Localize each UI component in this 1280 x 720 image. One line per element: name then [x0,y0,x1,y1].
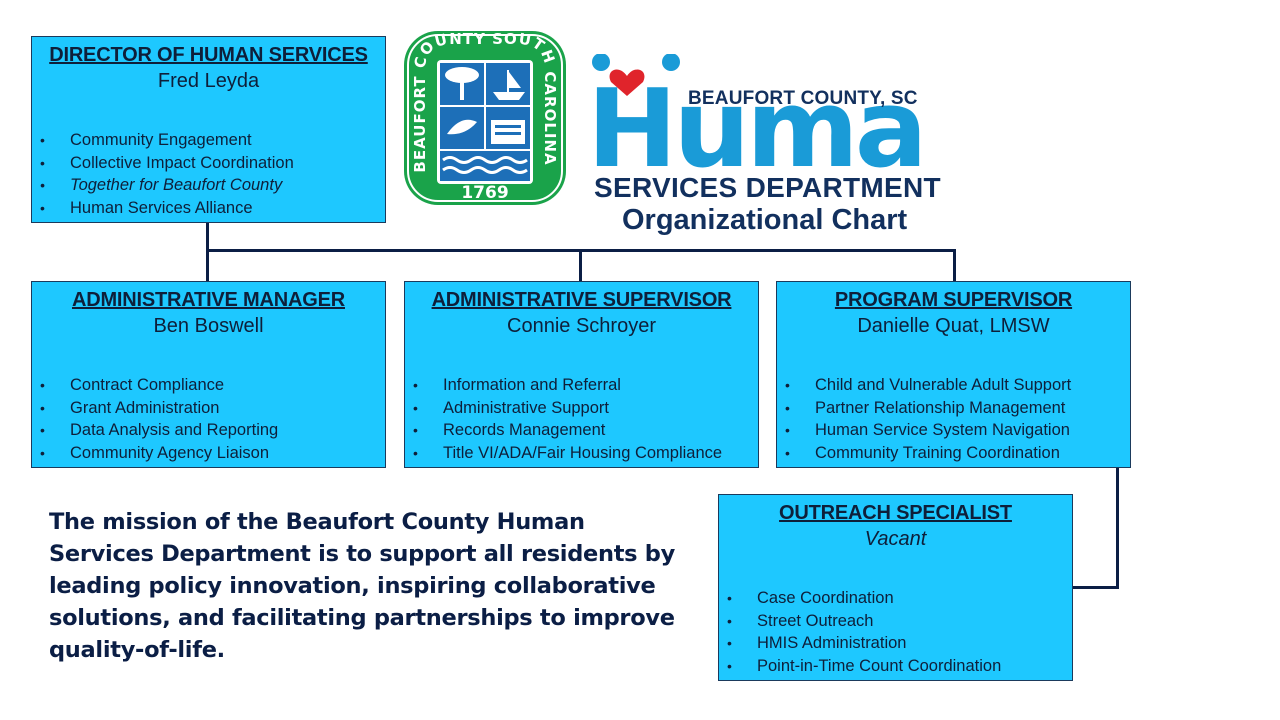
list-item: Human Services Alliance [40,197,381,220]
admin-supervisor-title: ADMINISTRATIVE SUPERVISOR [431,289,732,311]
outreach-duties: Case Coordination Street Outreach HMIS A… [727,587,1068,677]
director-duties: Community Engagement Collective Impact C… [40,129,381,219]
admin-manager-title: ADMINISTRATIVE MANAGER [71,289,345,311]
list-item: Partner Relationship Management [785,397,1126,420]
list-item: HMIS Administration [727,632,1068,655]
brand-department: SERVICES DEPARTMENT [594,172,941,203]
program-supervisor-name: Danielle Quat, LMSW [857,315,1050,337]
list-item: Data Analysis and Reporting [40,419,381,442]
mission-statement: The mission of the Beaufort County Human… [49,509,675,663]
admin-manager-name: Ben Boswell [153,315,264,337]
county-seal-logo: BEAUFORT COUNTY SOUTH CAROLINA 1769 [404,30,566,205]
connector-outreach [1072,586,1119,589]
brand-county-label: BEAUFORT COUNTY, SC [688,88,918,109]
director-title: DIRECTOR OF HUMAN SERVICES [49,44,368,66]
admin-supervisor-box: ADMINISTRATIVE SUPERVISOR Connie Schroye… [404,281,759,468]
connector-director-down [206,222,209,252]
program-supervisor-box: PROGRAM SUPERVISOR Danielle Quat, LMSW C… [776,281,1131,468]
list-item: Community Agency Liaison [40,442,381,465]
chart-title: Organizational Chart [622,204,908,236]
list-item: Grant Administration [40,397,381,420]
list-item: Street Outreach [727,610,1068,633]
connector-program-down [1116,467,1119,589]
list-item: Title VI/ADA/Fair Housing Compliance [413,442,754,465]
list-item: Child and Vulnerable Adult Support [785,374,1126,397]
outreach-title: OUTREACH SPECIALIST [779,502,1012,524]
list-item: Information and Referral [413,374,754,397]
admin-supervisor-name: Connie Schroyer [507,315,656,337]
connector-program-supervisor [953,249,956,282]
list-item: Records Management [413,419,754,442]
admin-manager-box: ADMINISTRATIVE MANAGER Ben Boswell Contr… [31,281,386,468]
connector-admin-supervisor [579,249,582,282]
list-item: Together for Beaufort County [40,174,381,197]
program-supervisor-duties: Child and Vulnerable Adult Support Partn… [785,374,1126,464]
outreach-box: OUTREACH SPECIALIST Vacant Case Coordina… [718,494,1073,681]
list-item: Point-in-Time Count Coordination [727,655,1068,678]
seal-year: 1769 [461,183,508,203]
admin-manager-duties: Contract Compliance Grant Administration… [40,374,381,464]
program-supervisor-title: PROGRAM SUPERVISOR [834,289,1073,311]
human-wordmark-logo: Human [587,54,927,174]
connector-admin-manager [206,249,209,282]
director-name: Fred Leyda [157,70,260,92]
outreach-name: Vacant [864,528,927,550]
admin-supervisor-duties: Information and Referral Administrative … [413,374,754,464]
list-item: Community Training Coordination [785,442,1126,465]
list-item: Community Engagement [40,129,381,152]
list-item: Human Service System Navigation [785,419,1126,442]
list-item: Collective Impact Coordination [40,152,381,175]
list-item: Administrative Support [413,397,754,420]
director-box: DIRECTOR OF HUMAN SERVICES Fred Leyda Co… [31,36,386,223]
brand-word: Human [587,67,927,174]
list-item: Contract Compliance [40,374,381,397]
list-item: Case Coordination [727,587,1068,610]
